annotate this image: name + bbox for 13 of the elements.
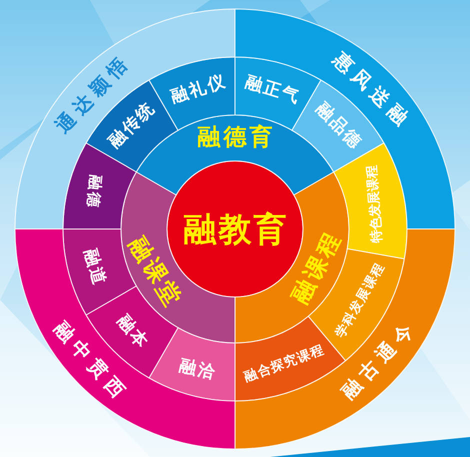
segment-label: 融传统 xyxy=(106,100,160,154)
segment-label: 融德 xyxy=(84,173,104,210)
segment-label: 融洽 xyxy=(176,357,219,383)
segment-label: 融正气 xyxy=(242,73,303,107)
center-title: 融教育 xyxy=(182,212,288,246)
segment-label: 融品德 xyxy=(310,100,364,154)
sector-label: 融课堂 xyxy=(123,233,185,313)
segment-label: 融本 xyxy=(113,310,152,352)
sector-label: 融德育 xyxy=(196,126,276,150)
segment-label: 融道 xyxy=(80,246,108,288)
segment-label: 融合探究课程 xyxy=(242,344,326,385)
segment-label: 特色发展课程 xyxy=(366,164,384,244)
segment-label: 融礼仪 xyxy=(167,73,228,107)
